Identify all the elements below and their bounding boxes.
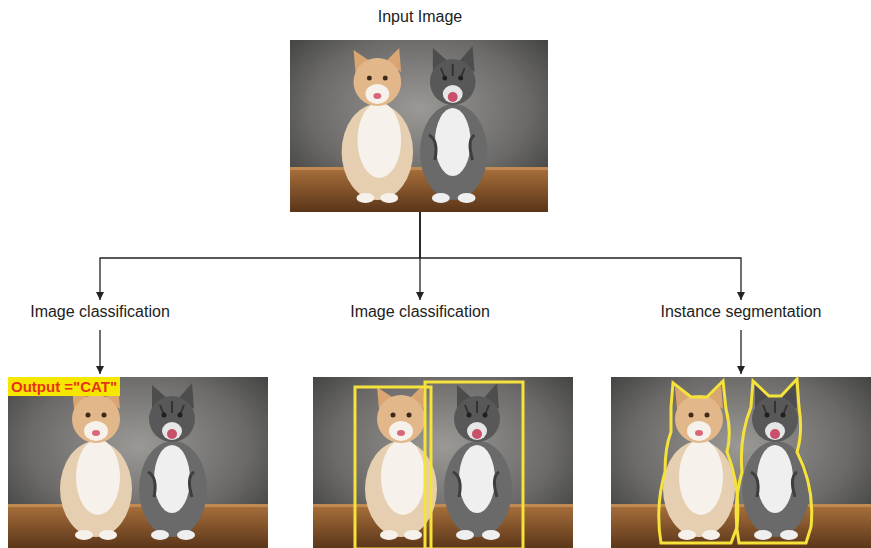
bounding-box <box>355 387 431 548</box>
input-photo <box>290 40 548 212</box>
cat-outline <box>659 381 738 543</box>
input-panel: Input Image <box>290 5 548 212</box>
panel-heading: Instance segmentation <box>611 302 871 322</box>
classification-photo <box>8 377 268 548</box>
step-arrow <box>740 330 741 374</box>
panel-heading: Input Image <box>291 7 549 27</box>
panel-heading: Image classification <box>290 302 550 322</box>
detection-photo <box>313 377 573 548</box>
output-panel: Image classification <box>313 300 573 548</box>
flow-connector <box>100 212 420 300</box>
output-label: Output ="CAT" <box>8 377 120 396</box>
panel-heading: Image classification <box>0 302 230 322</box>
flow-connector <box>420 212 741 300</box>
segmentation-photo <box>611 377 871 548</box>
bounding-box <box>425 382 523 548</box>
output-panel: Image classificationOutput ="CAT" <box>8 300 268 548</box>
cat-outline <box>736 379 812 543</box>
step-arrow <box>99 330 100 374</box>
output-panel: Instance segmentation <box>611 300 871 548</box>
